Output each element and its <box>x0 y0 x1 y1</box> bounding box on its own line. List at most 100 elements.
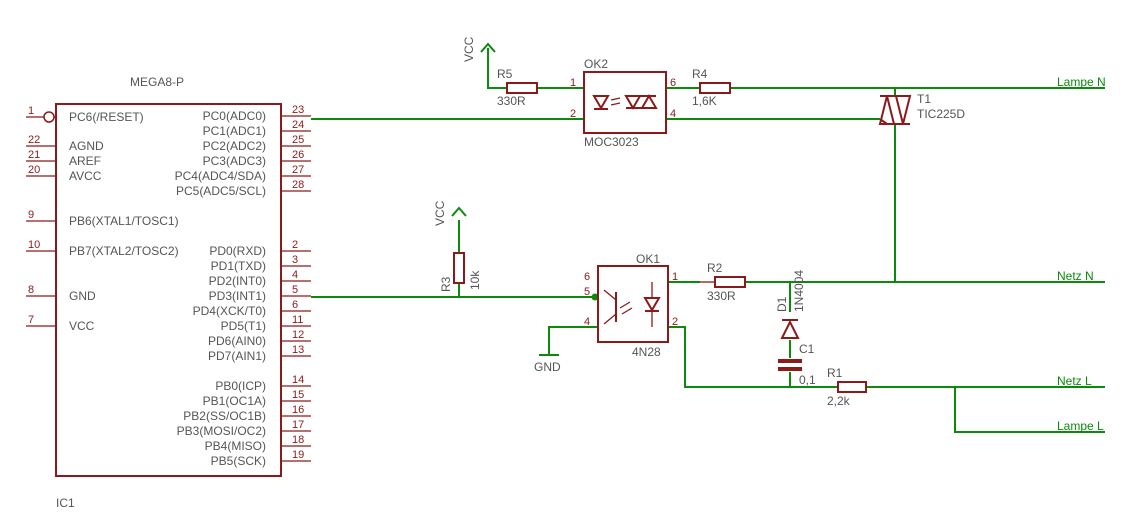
ok2-led <box>592 95 610 110</box>
c1-value: 0,1 <box>799 373 816 387</box>
r2-value: 330R <box>707 289 736 303</box>
ic-pin-number: 20 <box>28 164 40 176</box>
ic-pin-signal: VCC <box>69 319 95 333</box>
ok1-led <box>643 297 661 312</box>
ok1-body <box>597 265 669 343</box>
gnd-symbol: GND <box>534 354 561 374</box>
ok2-pin4: 4 <box>670 108 676 120</box>
ic-pin-signal: PB4(MISO) <box>205 439 266 453</box>
r5-body <box>506 82 538 94</box>
ok1-pin5: 5 <box>584 286 590 298</box>
ic-pin-left: 10 PB7(XTAL2/TOSC2) <box>26 239 179 258</box>
ic-pin-number: 24 <box>292 119 304 131</box>
ok2-detector-a <box>624 95 642 110</box>
ic-pin-right: 19 PB5(SCK) <box>211 449 311 468</box>
ic-pin-number: 8 <box>28 284 34 296</box>
ic-pin-number: 22 <box>28 134 40 146</box>
r2-body <box>714 276 746 288</box>
ic-reset-inversion-icon <box>43 111 55 123</box>
ic-pin-number: 19 <box>292 449 304 461</box>
ic-pin-left: 22 AGND <box>26 134 104 153</box>
ic-pin-signal: PC2(ADC2) <box>203 139 266 153</box>
ic-pin-signal: PB1(OC1A) <box>203 394 266 408</box>
ic-pin-left: 8 GND <box>26 284 96 303</box>
wire-ok1-netz-l <box>668 326 838 388</box>
r4-value: 1,6K <box>692 94 717 108</box>
ok1-ref: OK1 <box>636 252 660 266</box>
ic-pin-signal: PD2(INT0) <box>209 274 266 288</box>
ic-pin-number: 5 <box>292 284 298 296</box>
net-lampe-l: Lampe L <box>1057 419 1104 433</box>
t1-value: TIC225D <box>917 107 965 121</box>
ic-pin-left: 9 PB6(XTAL1/TOSC1) <box>26 209 179 228</box>
ic-right-pins: 23PC0(ADC0)24PC1(ADC1)25PC2(ADC2)26PC3(A… <box>175 104 311 468</box>
ic-pin-signal: PB3(MOSI/OC2) <box>177 424 266 438</box>
d1-body <box>780 319 800 339</box>
ic-pin-signal: PC5(ADC5/SCL) <box>176 184 266 198</box>
ok1-pin2: 2 <box>672 316 678 328</box>
ic-pin-signal: PD3(INT1) <box>209 289 266 303</box>
ok1-transistor-collector <box>603 289 617 301</box>
ok2-ref: OK2 <box>584 57 608 71</box>
ic-pin-signal: PB6(XTAL1/TOSC1) <box>69 214 179 228</box>
ok1-transistor-emitter <box>603 313 617 325</box>
diode-d1: D1 1N4004 <box>775 270 806 339</box>
wire-vcc-r5 <box>487 48 507 89</box>
ic-pin-signal: PB7(XTAL2/TOSC2) <box>69 244 179 258</box>
vcc-mid-symbol: VCC <box>433 200 467 226</box>
r5-ref: R5 <box>497 67 513 81</box>
net-netz-n: Netz N <box>1057 269 1094 283</box>
ic-pin-signal: GND <box>69 289 96 303</box>
ic-pin-signal: PD7(AIN1) <box>208 349 266 363</box>
optocoupler-ok2: OK2 MOC3023 1 2 6 4 <box>570 57 676 149</box>
ic-pin-signal: PD1(TXD) <box>211 259 266 273</box>
ic-pin-signal: AVCC <box>69 169 102 183</box>
ic-pin-signal: AGND <box>69 139 104 153</box>
r3-body <box>453 252 465 284</box>
ok1-pin4: 4 <box>584 316 590 328</box>
vcc-top-arrow <box>480 42 496 53</box>
ic-pin-signal: PD5(T1) <box>221 319 266 333</box>
resistor-r4: R4 1,6K <box>692 67 731 108</box>
ok2-body <box>583 71 667 134</box>
ok2-ray-1 <box>610 97 621 101</box>
ic-pin-signal: AREF <box>69 154 101 168</box>
c1-ref: C1 <box>799 342 815 356</box>
ic-pin-signal: PB5(SCK) <box>211 454 266 468</box>
ic-pin-signal: PD0(RXD) <box>209 244 266 258</box>
ic-pin-number: 28 <box>292 179 304 191</box>
ok2-pin1: 1 <box>570 77 576 89</box>
ic-pin-right: 5 PD3(INT1) <box>209 284 311 303</box>
ic-pin-number: 13 <box>292 344 304 356</box>
ic-pin-number: 10 <box>28 239 40 251</box>
ic-pin-number: 23 <box>292 104 304 116</box>
ic-pin-signal: PB2(SS/OC1B) <box>183 409 266 423</box>
net-lampe-n: Lampe N <box>1057 75 1106 89</box>
ic-pin-number: 7 <box>28 314 34 326</box>
vcc-top-symbol: VCC <box>462 36 496 62</box>
ic-pin-number: 15 <box>292 389 304 401</box>
ic-name: MEGA8-P <box>130 75 184 89</box>
r4-body <box>699 82 731 94</box>
ic-pin-number: 9 <box>28 209 34 221</box>
d1-ref: D1 <box>775 296 789 312</box>
vcc-mid-arrow <box>451 206 467 217</box>
ok1-ray-2 <box>621 307 633 315</box>
r1-value: 2,2k <box>827 394 851 408</box>
ok1-pin1: 1 <box>672 271 678 283</box>
resistor-r2: R2 330R <box>700 261 746 303</box>
ok2-pin2: 2 <box>570 108 576 120</box>
ic-pin-left: 20 AVCC <box>26 164 102 183</box>
